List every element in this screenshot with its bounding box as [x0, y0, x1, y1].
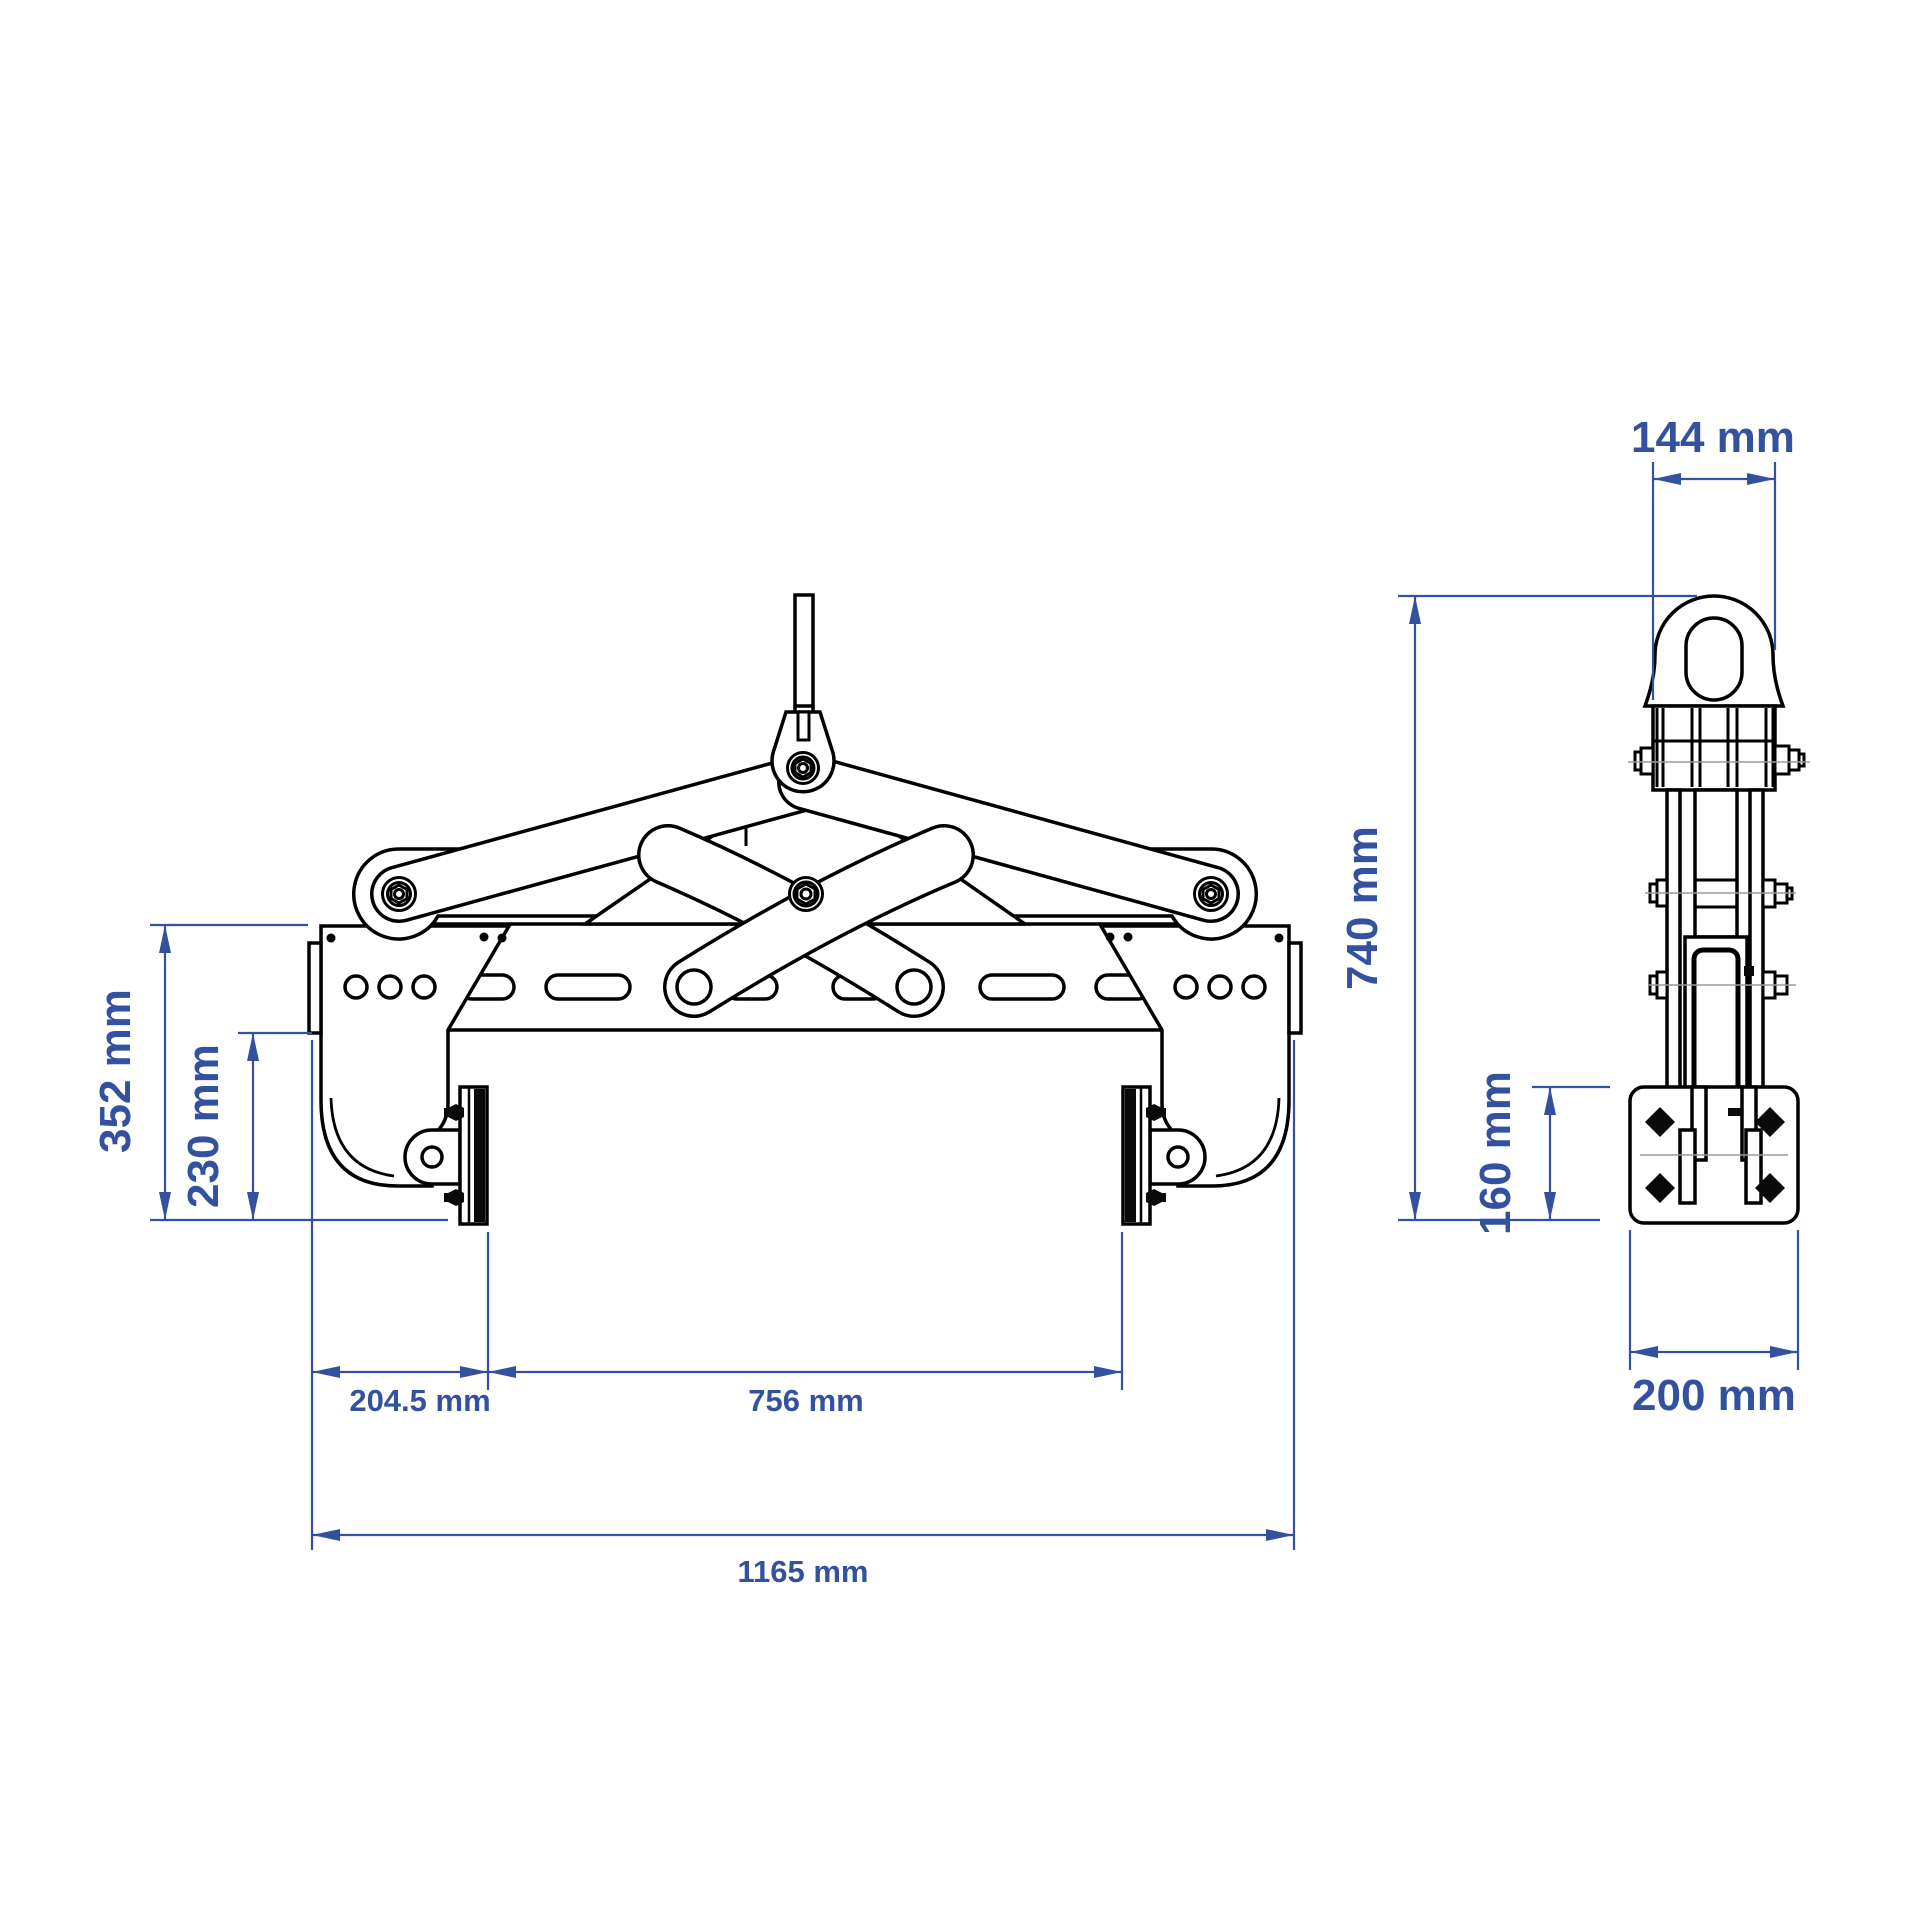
triangle-arm-left: [370, 753, 835, 923]
front-view: [307, 593, 1303, 1226]
dimension-eye-144: 144 mm: [1631, 413, 1795, 700]
dimension-label-160: 160 mm: [1471, 1071, 1520, 1235]
center-pivot-bolt: [788, 876, 824, 912]
dimension-label-144: 144 mm: [1631, 413, 1795, 462]
dimension-height-740: 740 mm: [1338, 594, 1697, 1222]
side-pad-plate: [1628, 1085, 1800, 1225]
left-pivot-bolt: [381, 876, 417, 912]
clevis-top-bolt: [1633, 744, 1806, 776]
dimension-edge-204: 204.5 mm 756 mm: [310, 1040, 1124, 1550]
triangle-arm-right: [777, 753, 1240, 923]
beam-plate: [398, 922, 1212, 1032]
right-pivot-bolt: [1193, 876, 1229, 912]
dimension-height-352: 352 mm: [91, 923, 448, 1222]
dimension-width-1165: 1165 mm: [312, 1040, 1296, 1589]
left-grip-pad: [403, 1085, 489, 1226]
rocker-link-right-to-left: [663, 824, 975, 1018]
dimension-label-230: 230 mm: [179, 1044, 228, 1208]
dimension-pad-width-200: 200 mm: [1628, 1230, 1800, 1420]
dimensions: 352 mm 230 mm 204.5 mm 756 mm: [91, 413, 1800, 1589]
right-grip-pad: [1121, 1085, 1207, 1226]
right-jaw-plate: [1097, 924, 1303, 1188]
dimension-label-200: 200 mm: [1632, 1371, 1796, 1420]
left-pad-bolts: [444, 1104, 464, 1206]
left-jaw-plate: [307, 924, 513, 1188]
square-tube: [1648, 935, 1796, 1107]
apex-clevis: [770, 710, 836, 794]
hanger-straps: [1645, 788, 1796, 1092]
left-side-tab: [307, 941, 323, 1035]
lifting-eye: [1642, 594, 1786, 708]
dimension-grip-height-230: 230 mm: [179, 1031, 312, 1220]
right-pad-bolts: [1146, 1104, 1166, 1206]
pad-plate-holes: [1645, 1107, 1785, 1203]
rocker-end-hole-left: [675, 968, 713, 1006]
dimension-label-204: 204.5 mm: [349, 1383, 490, 1418]
dimension-pad-height-160: 160 mm: [1471, 1071, 1610, 1235]
rocker-end-hole-right: [895, 968, 933, 1006]
plate-rivet-dots: [326, 932, 1284, 943]
dimension-label-756: 756 mm: [748, 1383, 863, 1418]
side-view: [1628, 594, 1810, 1225]
dimension-label-740: 740 mm: [1338, 826, 1387, 990]
dimension-label-352: 352 mm: [91, 989, 140, 1153]
clevis-head: [1628, 704, 1810, 792]
eye-hole: [1684, 616, 1744, 702]
right-side-tab: [1287, 941, 1303, 1035]
dimension-label-1165: 1165 mm: [738, 1554, 869, 1589]
apex-bolt: [786, 751, 820, 785]
